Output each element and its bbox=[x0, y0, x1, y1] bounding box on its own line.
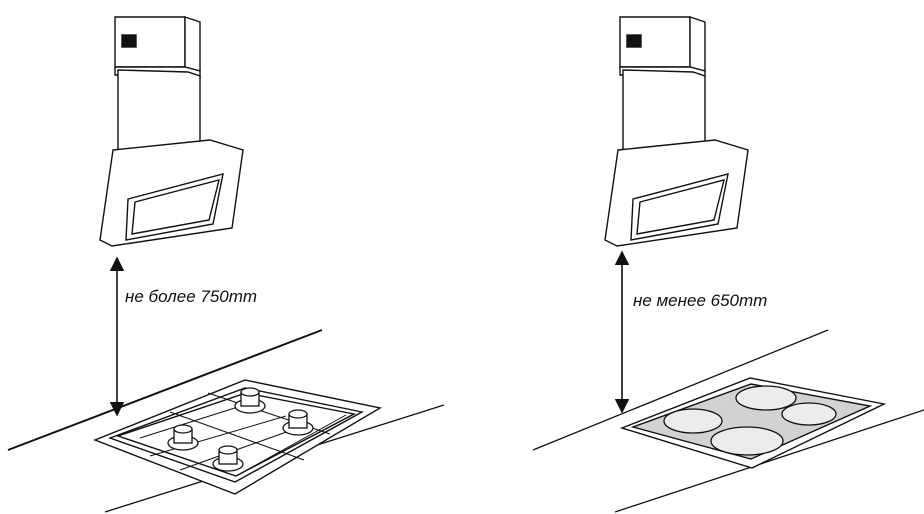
range-hood-left bbox=[99, 16, 244, 247]
panel-right: не менее 650mm bbox=[532, 16, 924, 513]
gas-burners bbox=[167, 387, 314, 472]
gas-burner bbox=[212, 445, 244, 472]
range-hood-right bbox=[604, 16, 749, 247]
cooking-zone bbox=[663, 408, 723, 434]
gas-burner bbox=[282, 409, 314, 436]
gas-hob bbox=[93, 379, 382, 495]
cooking-zone bbox=[710, 426, 784, 456]
distance-label-left: не более 750mm bbox=[125, 287, 257, 306]
cooking-zone bbox=[781, 402, 837, 426]
panel-left: не более 750mm bbox=[7, 16, 445, 513]
cooking-zones bbox=[663, 385, 837, 456]
gas-burner bbox=[167, 424, 199, 451]
countertop-right bbox=[532, 329, 924, 513]
cooking-zone bbox=[735, 385, 797, 411]
gas-burner bbox=[234, 387, 266, 414]
distance-label-right: не менее 650mm bbox=[633, 291, 767, 310]
